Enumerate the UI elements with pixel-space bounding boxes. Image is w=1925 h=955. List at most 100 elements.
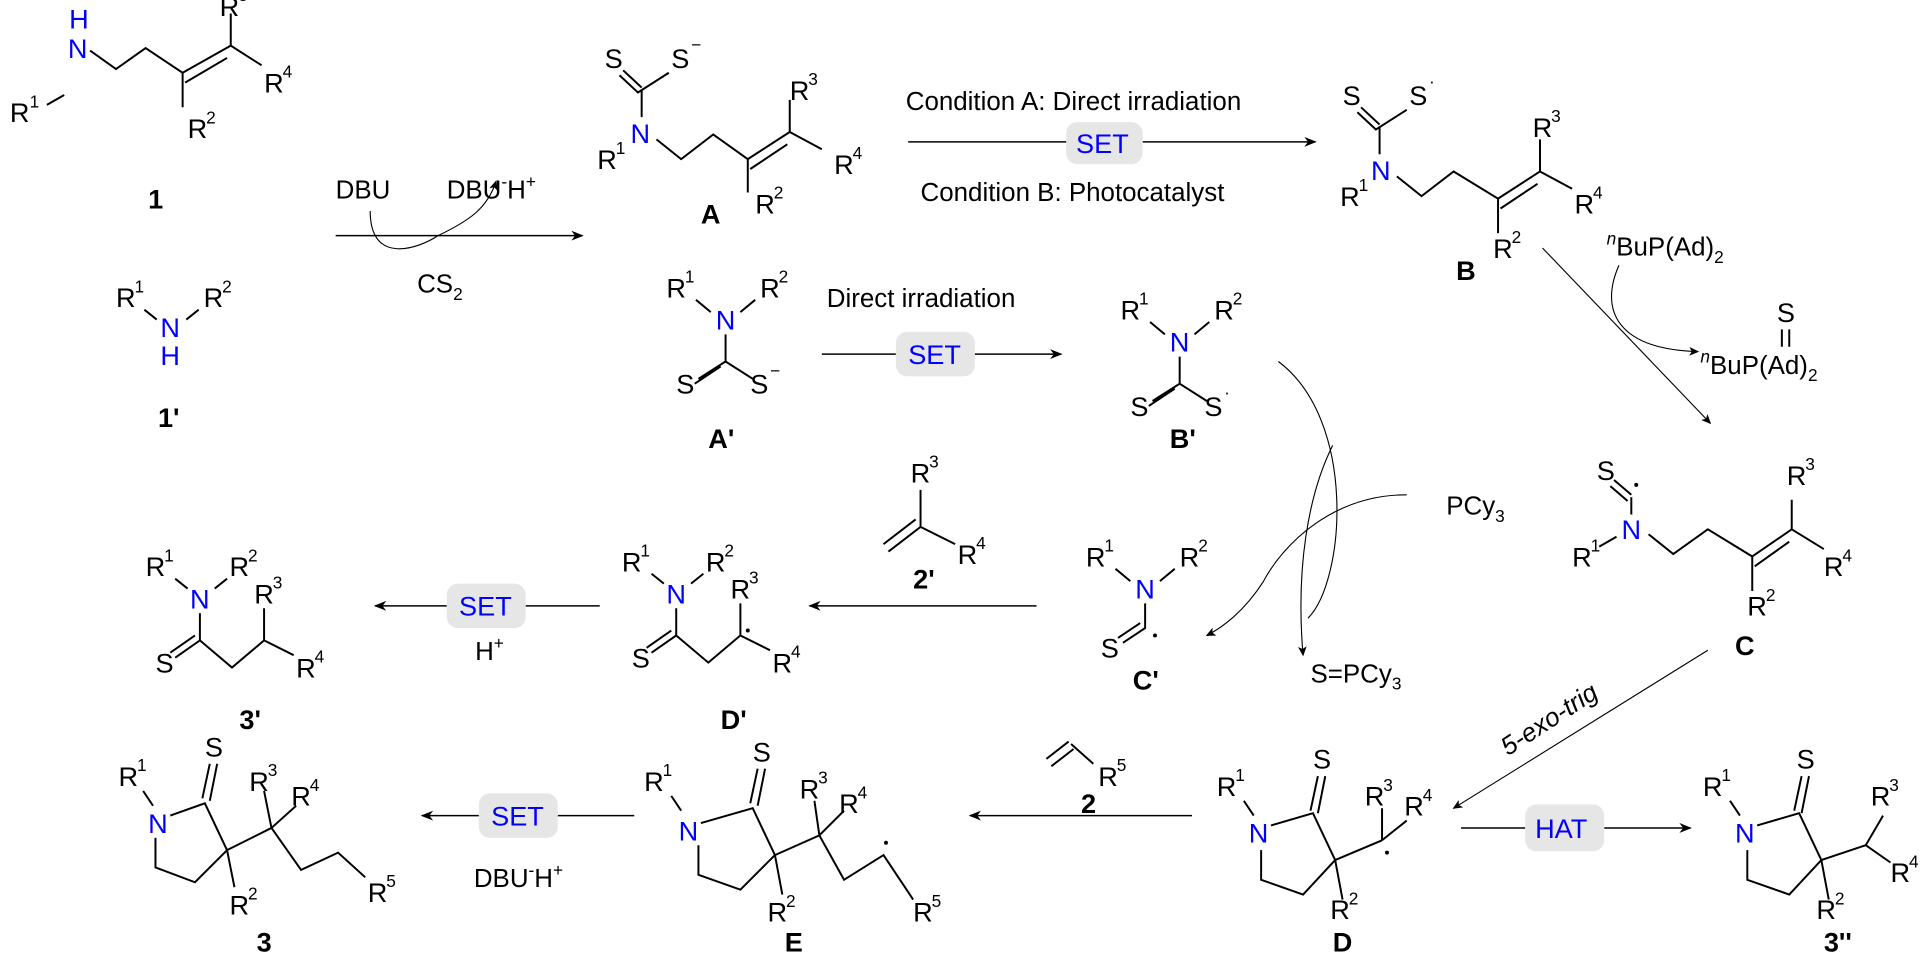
atom-N: N [666,578,686,609]
bond [143,308,200,321]
atom-R: R [1533,112,1553,143]
phosphine-reagent: nBuP(Ad)2 [1607,228,1724,267]
bond [229,13,263,67]
sup: 3 [818,768,828,788]
atom-R: R [1572,541,1592,572]
desulfurization-step-B-C: nBuP(Ad)2 S nBuP(Ad)2 [1542,228,1818,425]
double-bond [182,44,232,84]
atom-N: N [1371,155,1391,186]
atom-R: R [230,551,250,582]
double-bond [749,768,767,806]
atom-R: R [254,578,274,609]
set-step-A-B: Condition A: Direct irradiation SET Cond… [906,88,1316,207]
atom-N: N [190,583,210,614]
atom-H: H [69,3,89,34]
sup: 2 [1835,888,1845,908]
curved-arrow [1611,265,1700,356]
compound-label-D: D [1333,926,1353,955]
atom-R: R [958,539,978,570]
sub: 3 [1495,506,1505,526]
sup: 1 [1139,289,1149,309]
sup: 1 [640,540,650,560]
atom-R: R [666,272,686,303]
set-step-Dp-3p: SET H+ [375,583,600,666]
sub: 2 [1808,365,1818,385]
intermediate-B: S S · N R 1 R 3 R 4 R 2 B [1340,72,1603,286]
text: H [475,638,494,666]
atom-S: S [1409,80,1427,111]
set-badge [478,793,558,838]
atom-R: R [800,773,820,804]
compound-label-E: E [785,926,803,955]
bond [1149,321,1210,336]
atom-R: R [1493,233,1513,264]
atom-S: S [1343,80,1361,111]
atom-R: R [1214,295,1234,326]
atom-R: R [10,97,30,128]
bond [169,608,295,669]
radical [1385,850,1389,855]
sup: 4 [858,782,868,802]
double-bond [1793,775,1810,814]
atom-R: R [204,282,224,313]
atom-R: R [1217,771,1237,802]
bond [1117,603,1147,644]
sup: 3 [268,760,278,780]
sup: 1 [1721,765,1731,785]
atom-R: R [1816,894,1836,925]
atom-R: R [1404,791,1424,822]
atom-R: R [296,652,316,683]
sup: 4 [283,62,293,82]
charge: − [691,35,701,55]
compound-label-3-double-prime: 3'' [1824,926,1852,955]
sub: 2 [453,284,463,304]
text: CS [417,270,453,298]
atom-R: R [249,766,269,797]
atom-R: R [1703,771,1723,802]
sup: 2 [779,267,789,287]
intermediate-D-prime: R 1 R 2 N R 3 S R 4 D' [622,540,801,735]
spcy3-byproduct: S=PCy3 [1310,660,1401,693]
cs2-reagent: CS2 [417,270,463,303]
bond [46,46,184,108]
compound-label-1: 1 [148,183,163,214]
atom-R: R [597,144,617,175]
set-badge [895,331,975,377]
atom-R: R [706,546,726,577]
sup: 1 [1104,536,1114,556]
sup: 3 [1383,775,1393,795]
sup: 2 [206,107,216,127]
intermediate-D: S R 1 N R 3 R 4 R 2 D [1217,744,1433,955]
atom-R: R [368,877,388,908]
double-bond [1309,775,1327,814]
sup: n [1700,347,1710,367]
bond [670,795,682,812]
sup: 2 [248,884,258,904]
intermediate-B-prime: R 1 R 2 N S S · B' [1120,289,1242,454]
sup: 3 [1889,775,1899,795]
atom-N: N [1135,573,1155,604]
compound-label-3-prime: 3' [239,704,261,735]
atom-S: S [1797,744,1815,775]
sup: 5 [932,891,942,911]
direct-irradiation: Direct irradiation [827,285,1016,313]
compound-label-B-prime: B' [1170,423,1196,454]
atom-R: R [1787,460,1807,491]
bond [655,99,823,193]
text: DBU [474,865,529,893]
set-badge [446,583,526,629]
set-label: SET [491,800,544,831]
alkene-2: R 5 2 [1045,740,1126,819]
atom-R: R [839,788,859,819]
bond [1609,479,1633,515]
atom-R: R [116,282,136,313]
atom-N: N [1249,818,1269,849]
sup: 5 [386,871,396,891]
sup: 1 [1591,536,1601,556]
sup: 3 [749,568,759,588]
intermediate-A: S S − N R 1 R 3 R 4 R 2 A [597,35,862,230]
atom-H: H [160,340,180,371]
intermediate-A-prime: R 1 R 2 N S S − A' [666,267,788,454]
atom-S: S [671,43,689,74]
bond [1356,106,1408,155]
